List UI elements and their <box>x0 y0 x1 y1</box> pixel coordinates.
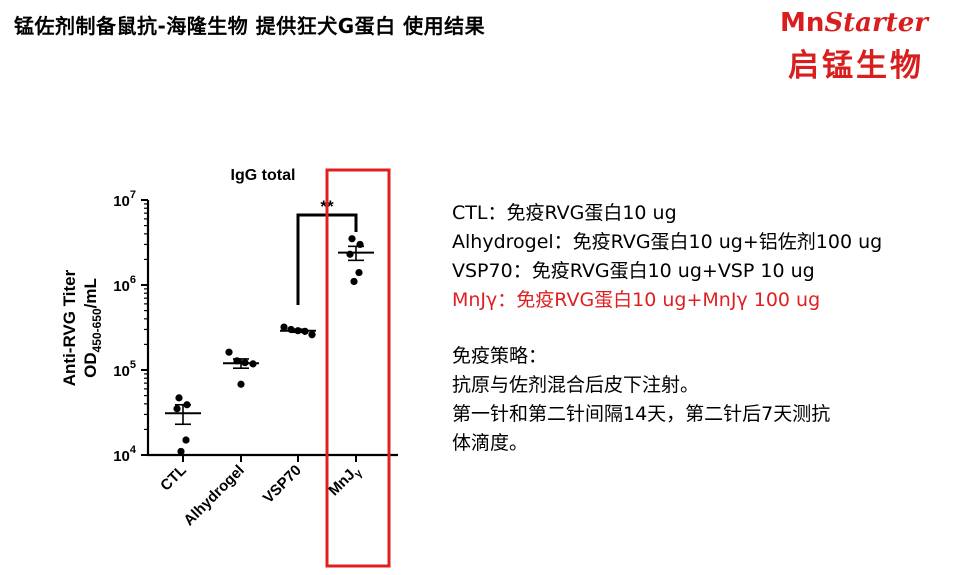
strategy-line-1: 抗原与佐剂混合后皮下注射。 <box>452 374 700 396</box>
y-tick-label-2: 106 <box>113 274 136 295</box>
data-point-2-0 <box>280 323 288 331</box>
logo-chinese: 启锰生物 <box>788 48 924 84</box>
data-point-2-4 <box>308 331 316 339</box>
y-axis-label: Anti-RVG Titer <box>60 269 79 386</box>
x-tick-label-0: CTL <box>157 462 190 495</box>
y-axis-label-units: OD450-650/mL <box>81 278 104 378</box>
data-point-0-4 <box>177 447 185 456</box>
data-point-0-3 <box>182 436 190 444</box>
x-tick-label-1: Alhydrogel <box>180 462 247 529</box>
logo-english: MnStarter <box>780 8 928 38</box>
data-point-3-3 <box>355 268 363 277</box>
data-point-1-4 <box>237 380 245 388</box>
legend-item-alhydrogel: Alhydrogel：免疫RVG蛋白10 ug+铝佐剂100 ug <box>452 231 883 253</box>
y-tick-label-3: 107 <box>113 189 136 210</box>
data-point-3-0 <box>348 235 356 243</box>
data-point-3-4 <box>350 277 358 286</box>
brand-logo: MnStarter 启锰生物 <box>780 8 950 84</box>
y-tick-label-1: 105 <box>113 359 136 380</box>
strategy-line-3: 体滴度。 <box>452 432 529 454</box>
legend-item-vsp70: VSP70：免疫RVG蛋白10 ug+VSP 10 ug <box>452 260 815 282</box>
data-point-0-0 <box>175 394 183 402</box>
chart-title: IgG total <box>231 167 296 184</box>
legend-item-mnj: MnJγ：免疫RVG蛋白10 ug+MnJγ 100 ug <box>452 289 821 311</box>
x-tick-label-2: VSP70 <box>260 462 305 507</box>
strategy-title: 免疫策略： <box>452 345 548 367</box>
legend-item-ctl: CTL：免疫RVG蛋白10 ug <box>452 202 677 224</box>
group-legend: CTL：免疫RVG蛋白10 ug Alhydrogel：免疫RVG蛋白10 ug… <box>452 199 882 315</box>
x-tick-label-3: MnJγ <box>325 461 365 501</box>
y-tick-label-0: 104 <box>113 444 137 465</box>
strategy-line-2: 第一针和第二针间隔14天，第二针后7天测抗 <box>452 403 831 425</box>
immunization-strategy: 免疫策略： 抗原与佐剂混合后皮下注射。 第一针和第二针间隔14天，第二针后7天测… <box>452 342 932 458</box>
page-title: 锰佐剂制备鼠抗-海隆生物 提供狂犬G蛋白 使用结果 <box>14 14 486 38</box>
data-point-0-2 <box>173 405 181 413</box>
data-point-1-0 <box>225 348 233 356</box>
highlight-box <box>325 168 391 568</box>
